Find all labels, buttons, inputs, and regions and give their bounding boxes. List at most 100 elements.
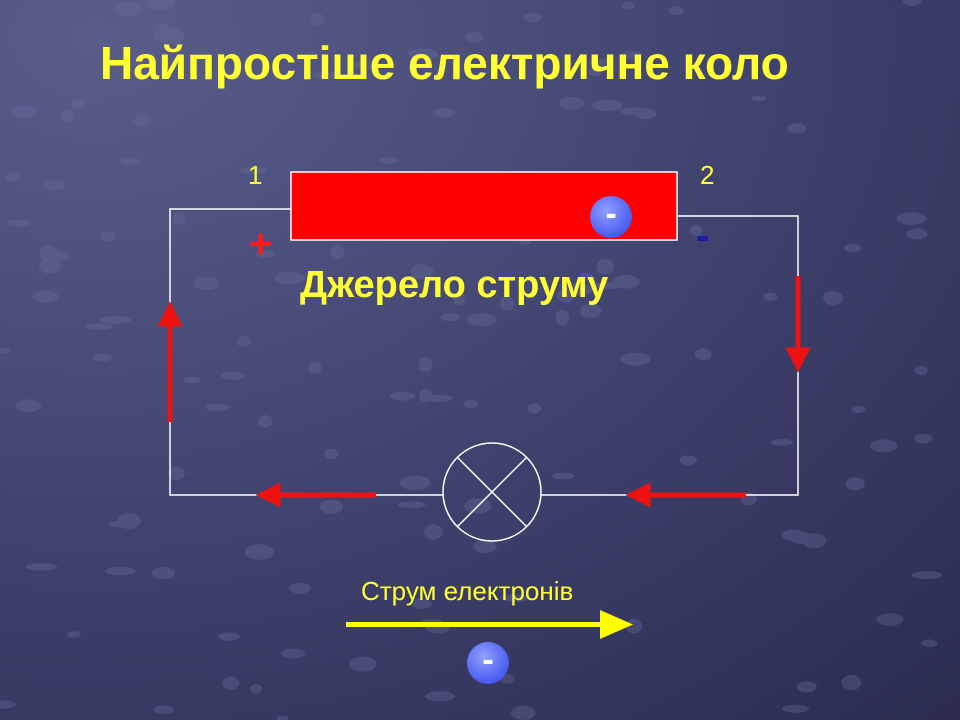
background-texture-dot [70,99,86,109]
background-texture-dot [114,1,142,17]
background-texture-dot [770,439,794,446]
wire-left [169,208,443,496]
source-label: Джерело струму [300,264,609,306]
background-texture-dot [452,291,465,306]
background-texture-dot [527,403,542,414]
background-texture-dot [6,219,31,227]
background-texture-dot [222,676,240,690]
background-texture-dot [433,108,456,118]
background-texture-dot [912,571,943,580]
background-texture-dot [378,157,399,164]
background-texture-dot [419,388,432,403]
legend-electron-sign: - [482,641,494,679]
page-title: Найпростіше електричне коло [100,37,789,89]
background-texture-dot [236,335,251,347]
negative-terminal-sign: - [696,214,710,258]
background-texture-dot [92,353,114,362]
background-texture-dot [913,433,933,444]
background-texture-dot [307,361,322,374]
background-texture-dot [10,104,37,118]
background-texture-dot [60,110,75,123]
background-texture-dot [5,172,21,182]
background-texture-dot [410,264,434,280]
background-texture-dot [423,524,443,540]
background-texture-dot [633,108,657,120]
background-texture-dot [823,291,843,306]
background-texture-dot [389,391,416,401]
background-texture-dot [619,107,646,115]
background-texture-dot [580,303,602,319]
background-texture-dot [67,631,81,638]
background-texture-dot [501,594,530,602]
background-texture-dot [39,245,59,262]
background-texture-dot [133,115,152,126]
background-texture-dot [15,399,42,413]
legend-electron-icon: - [467,642,509,684]
background-texture-dot [120,157,142,165]
background-texture-dot [244,544,275,560]
background-texture-dot [353,60,377,70]
background-texture-dot [274,271,305,285]
positive-terminal-sign: + [249,222,273,266]
terminal-label-1: 1 [248,160,263,190]
background-texture-dot [851,405,866,414]
background-texture-dot [398,501,426,508]
background-texture-dot [240,166,267,175]
background-texture-dot [559,96,585,110]
background-texture-dot [782,704,810,713]
background-texture-dot [906,228,928,240]
background-texture-dot [100,315,132,324]
background-texture-dot [423,394,453,402]
background-texture-dot [622,1,635,10]
background-texture-dot [592,99,623,112]
background-texture-dot [921,639,938,648]
background-texture-dot [0,700,16,709]
background-texture-dot [249,683,263,694]
background-texture-dot [85,323,113,330]
background-texture-dot [276,715,289,720]
legend-arrow [346,610,633,639]
background-texture-dot [557,288,575,303]
background-texture-dot [0,347,11,354]
background-texture-dot [168,466,185,481]
background-texture-dot [620,50,643,60]
background-texture-dot [841,674,862,691]
background-texture-dot [258,415,273,428]
background-texture-dot [349,656,377,672]
background-texture-dot [679,455,697,466]
background-texture-dot [845,477,865,491]
background-texture-dot [844,243,862,253]
background-texture-dot [25,563,58,571]
background-texture-dot [146,0,175,11]
background-texture-dot [787,123,807,134]
background-texture-dot [324,448,339,460]
background-texture-dot [625,618,643,634]
background-texture-dot [473,539,497,554]
background-texture-dot [107,521,137,528]
background-texture-dot [183,376,202,383]
background-texture-dot [205,403,230,411]
background-texture-dot [914,365,928,376]
background-texture-dot [155,23,169,30]
background-texture-dot [116,513,141,529]
background-texture-dot [153,705,175,714]
background-texture-dot [565,283,593,296]
background-texture-dot [669,5,684,16]
background-texture-dot [689,224,703,236]
background-texture-dot [281,648,306,659]
background-texture-dot [763,292,778,301]
electron-sign: - [605,195,617,233]
background-texture-dot [440,313,461,322]
background-texture-dot [39,257,61,274]
background-texture-dot [902,0,922,6]
background-texture-dot [218,632,240,641]
background-texture-dot [593,281,623,289]
background-texture-dot [578,273,593,281]
background-texture-dot [153,28,185,44]
background-texture-dot [620,352,651,366]
background-texture-dot [105,566,136,576]
background-texture-dot [510,705,536,720]
background-texture-dot [410,598,432,609]
background-texture-dot [407,48,439,61]
background-texture-dot [310,13,324,27]
